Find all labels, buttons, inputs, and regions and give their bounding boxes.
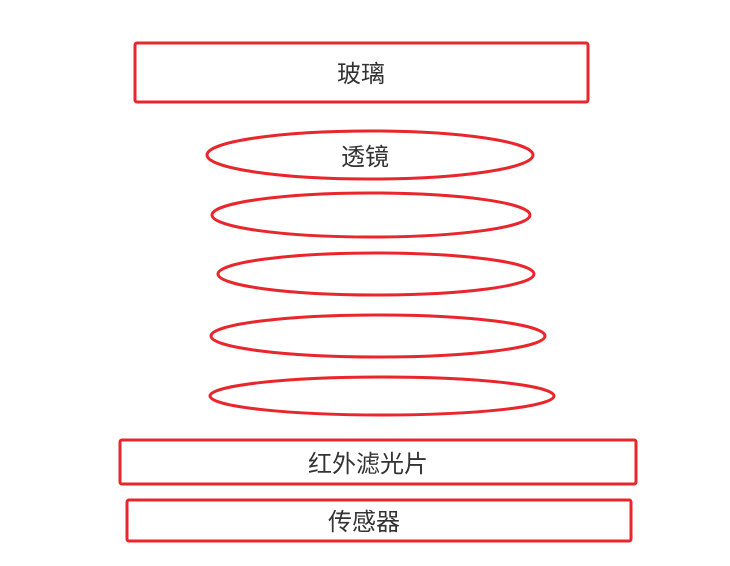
lens-ellipse-1 <box>205 129 535 181</box>
sensor-layer: 传感器 <box>125 498 633 543</box>
glass-box <box>133 41 590 104</box>
lens-label: 透镜 <box>341 143 389 171</box>
glass-label: 玻璃 <box>337 60 385 88</box>
lens-ellipse-4 <box>209 313 547 359</box>
ir-filter-layer: 红外滤光片 <box>118 438 638 486</box>
ir-filter-label: 红外滤光片 <box>308 450 428 478</box>
lens-ellipse-3 <box>216 251 536 297</box>
ir-filter-box <box>118 438 638 486</box>
lens-element-1: 透镜 <box>205 129 535 181</box>
sensor-label: 传感器 <box>328 508 400 536</box>
lens-stack: 透镜 <box>205 129 556 417</box>
lens-ellipse-5 <box>208 375 556 417</box>
glass-layer: 玻璃 <box>133 41 590 104</box>
sensor-box <box>125 498 633 543</box>
lens-ellipse-2 <box>210 191 532 239</box>
